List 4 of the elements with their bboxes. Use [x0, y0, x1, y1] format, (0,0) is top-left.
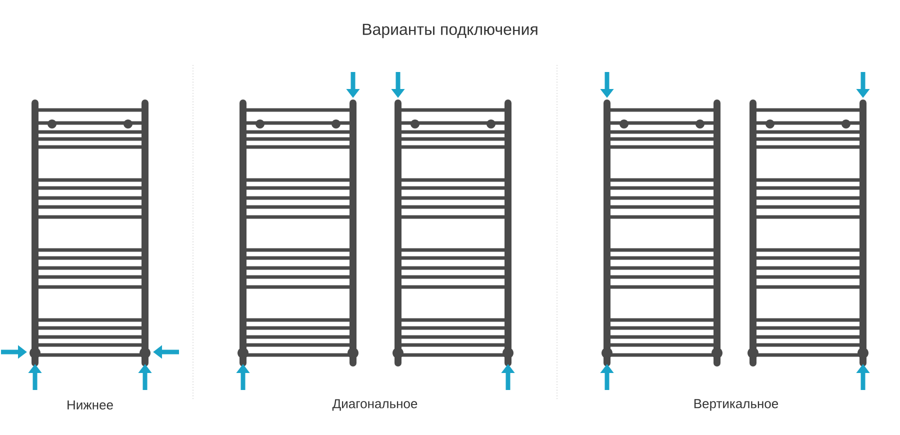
caption: Вертикальное — [694, 399, 778, 411]
caption: Нижнее — [68, 400, 113, 410]
caption: Диагональное — [332, 399, 418, 411]
title: Варианты подключения — [362, 24, 538, 38]
